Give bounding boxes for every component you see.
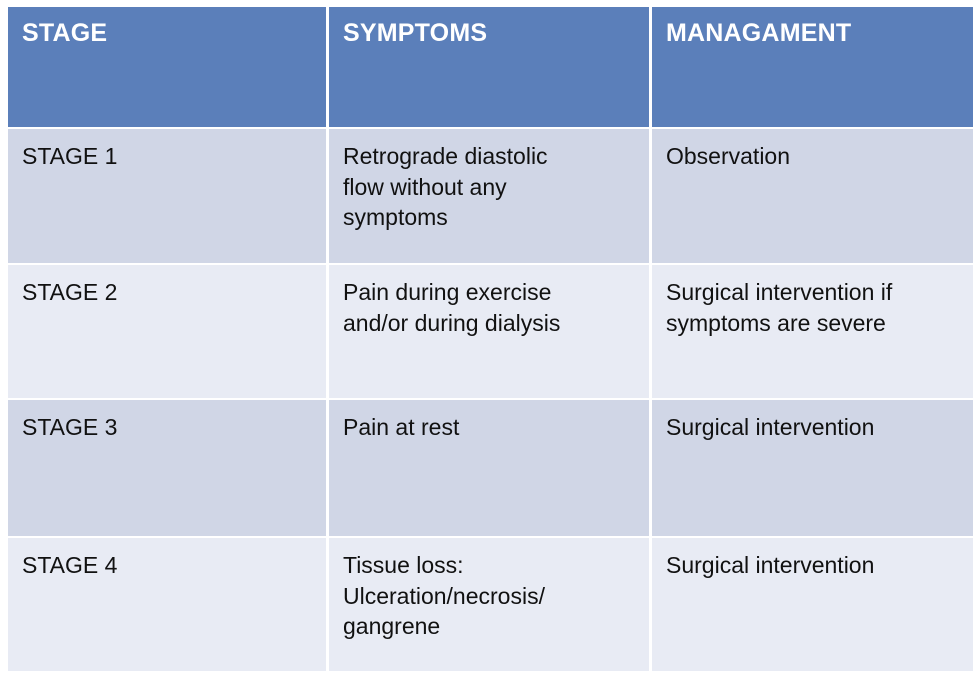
table-body: STAGE 1 Retrograde diastolic flow withou… [8,129,973,671]
table-row: STAGE 3 Pain at rest Surgical interventi… [8,400,973,536]
header-row: STAGE SYMPTOMS MANAGAMENT [8,7,973,127]
cell-management: Surgical intervention [652,538,973,671]
cell-stage: STAGE 4 [8,538,326,671]
cell-symptoms: Retrograde diastolic flow without any sy… [329,129,649,263]
table-header: STAGE SYMPTOMS MANAGAMENT [8,7,973,127]
cell-management: Surgical intervention [652,400,973,536]
cell-stage: STAGE 1 [8,129,326,263]
table-row: STAGE 2 Pain during exercise and/or duri… [8,265,973,398]
column-header-management: MANAGAMENT [652,7,973,127]
cell-symptoms-text: Pain at rest [343,414,460,440]
cell-management: Observation [652,129,973,263]
cell-stage: STAGE 2 [8,265,326,398]
cell-symptoms: Pain at rest [329,400,649,536]
column-header-stage: STAGE [8,7,326,127]
cell-stage-text: STAGE 4 [22,552,118,578]
cell-stage: STAGE 3 [8,400,326,536]
cell-symptoms-text: Tissue loss: Ulceration/necrosis/ gangre… [343,552,545,640]
cell-symptoms: Tissue loss: Ulceration/necrosis/ gangre… [329,538,649,671]
cell-symptoms: Pain during exercise and/or during dialy… [329,265,649,398]
cell-symptoms-text: Retrograde diastolic flow without any sy… [343,143,548,231]
cell-management-text: Observation [666,143,791,169]
cell-management-text: Surgical intervention [666,414,875,440]
cell-stage-text: STAGE 2 [22,279,118,305]
column-header-symptoms: SYMPTOMS [329,7,649,127]
table-row: STAGE 1 Retrograde diastolic flow withou… [8,129,973,263]
cell-symptoms-text: Pain during exercise and/or during dialy… [343,279,561,336]
cell-management-text: Surgical intervention if symptoms are se… [666,279,893,336]
cell-stage-text: STAGE 1 [22,143,118,169]
cell-stage-text: STAGE 3 [22,414,118,440]
cell-management: Surgical intervention if symptoms are se… [652,265,973,398]
cell-management-text: Surgical intervention [666,552,875,578]
table-row: STAGE 4 Tissue loss: Ulceration/necrosis… [8,538,973,671]
staging-table: STAGE SYMPTOMS MANAGAMENT STAGE 1 Retrog… [5,5,973,673]
